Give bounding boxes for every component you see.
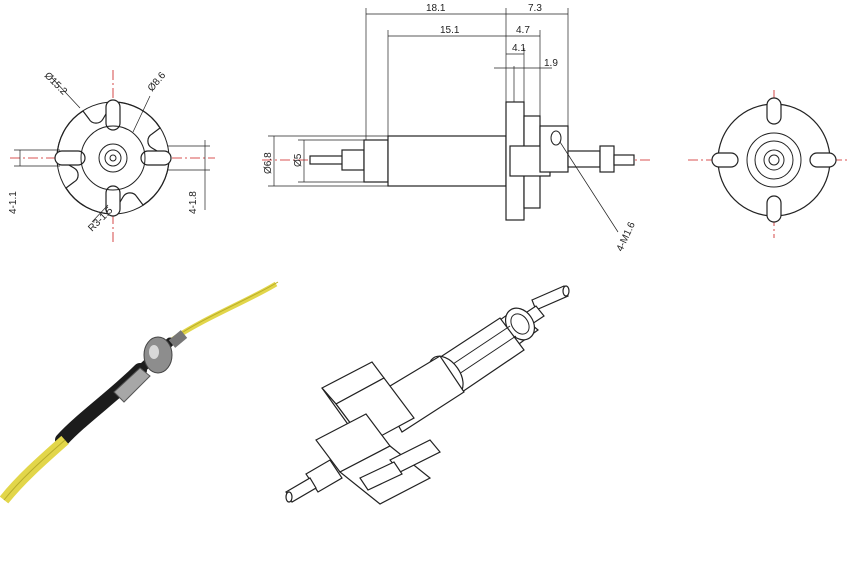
slot-width-left-label: 4-1.1 — [8, 191, 19, 214]
dim-4-1-label: 4.1 — [512, 43, 526, 54]
rear-view — [688, 90, 850, 238]
bolt-circle-label: Ø8.6 — [146, 70, 169, 94]
front-view: Ø15.2 Ø8.6 R3-1.5 4-1.1 4-1.8 — [8, 70, 215, 245]
product-photo — [0, 281, 279, 504]
overall-length-label: 18.1 — [426, 3, 446, 14]
dim-1-9-label: 1.9 — [544, 58, 558, 69]
body-length-label: 15.1 — [440, 25, 460, 36]
outer-diameter-label: Ø6.8 — [263, 152, 274, 174]
flange-diameter-label: Ø15.2 — [42, 70, 69, 97]
isometric-view — [285, 285, 570, 505]
dim-4-7-label: 4.7 — [516, 25, 530, 36]
side-view: 18.1 7.3 15.1 4.7 4.1 1.9 Ø6.8 Ø5 4-M1.6 — [262, 3, 650, 253]
inner-diameter-label: Ø5 — [293, 153, 304, 167]
hole-callout-label: 4-M1.6 — [615, 220, 638, 253]
slot-width-right-label: 4-1.8 — [188, 191, 199, 214]
flange-offset-label: 7.3 — [528, 3, 542, 14]
